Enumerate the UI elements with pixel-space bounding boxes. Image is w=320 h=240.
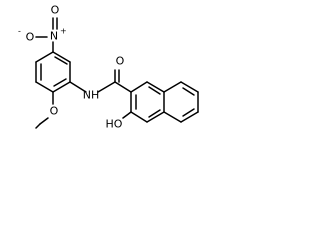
- bond-naph-k: [163, 111, 182, 123]
- ether-oxygen: O: [50, 105, 59, 118]
- bond-ring-a: [52, 51, 71, 63]
- nitro-oxygen-left: O: [26, 31, 35, 44]
- molecule-structure: O N + O - O NH O: [18, 3, 199, 131]
- bond-ring-double-2: [53, 78, 67, 87]
- bond-nh-carbonyl: [97, 81, 116, 93]
- bond-naph-e: [130, 111, 148, 123]
- bond-naph-g: [163, 81, 182, 93]
- naphthalene-ring: [130, 81, 199, 123]
- bond-naph-oh: [122, 111, 132, 119]
- bond-naph-double-5: [182, 108, 195, 117]
- bond-carbonyl-ring: [114, 81, 132, 93]
- bond-ether-methyl-2: [35, 123, 41, 129]
- benzene-ring: [35, 51, 71, 93]
- bond-naph-h: [180, 81, 199, 93]
- hydroxyl-group: HO: [106, 111, 132, 131]
- bond-naph-b: [146, 81, 165, 93]
- nitro-group: O N + O -: [18, 4, 67, 53]
- bond-ring-f: [35, 51, 54, 63]
- amide-group: NH O: [69, 55, 132, 102]
- bond-naph-a: [130, 81, 148, 93]
- methoxy-group: O: [35, 91, 59, 129]
- bond-ring-d: [35, 81, 54, 93]
- bond-naph-j: [180, 111, 199, 123]
- nitro-minus-charge: -: [18, 27, 21, 36]
- nitro-nitrogen: N: [50, 30, 58, 43]
- bond-ring-nh: [69, 81, 87, 93]
- bond-ring-c: [52, 81, 71, 93]
- bond-naph-double-1: [148, 86, 161, 95]
- nitro-plus-charge: +: [60, 27, 67, 36]
- nitro-oxygen-top: O: [51, 4, 60, 17]
- bond-naph-d: [146, 111, 165, 123]
- bond-ether-methyl-1: [39, 117, 49, 125]
- bond-naph-double-4: [182, 87, 195, 96]
- structure-svg: O N + O - O NH O: [18, 4, 199, 131]
- bond-naph-double-2: [148, 109, 161, 118]
- hydroxyl-label: HO: [106, 118, 123, 131]
- bond-ring-double-1: [54, 56, 68, 65]
- carbonyl-oxygen: O: [116, 55, 125, 68]
- amide-nitrogen-h: NH: [83, 89, 100, 102]
